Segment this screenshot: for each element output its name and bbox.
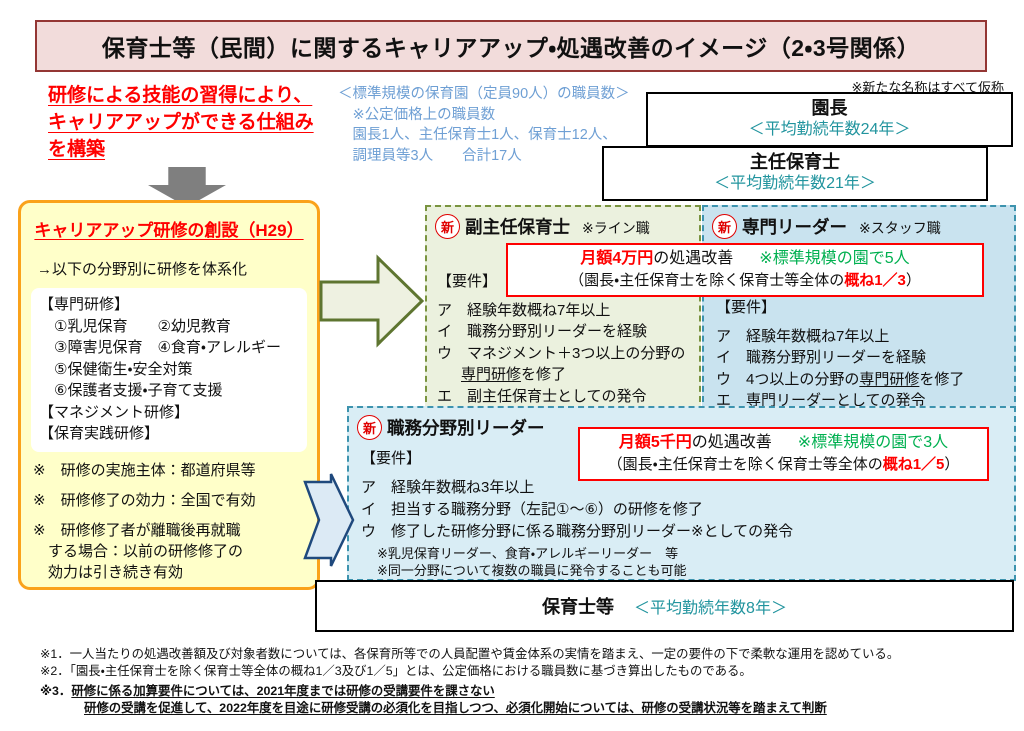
footnote-3-line-1: ※3．研修に係る加算要件については、2021年度までは研修の受講要件を課さない: [40, 684, 495, 698]
vice-chief-title: 副主任保育士: [465, 217, 570, 237]
page-title: 保育士等（民間）に関するキャリアアップ・処遇改善のイメージ（2・3号関係）: [35, 20, 987, 72]
requirements-label: 【要件】: [437, 273, 498, 290]
lead-text: 研修による技能の習得により、 キャリアアップができる仕組み を構築: [48, 85, 314, 160]
vice-chief-header: 新 副主任保育士 ※ライン職: [427, 207, 699, 239]
specialist-leader-requirements: 【要件】 ア 経験年数概ね7年以上 イ 職務分野別リーダーを経験 ウ 4つ以上の…: [716, 297, 1008, 412]
requirement-item: ウ 修了した研修分野に係る職務分野別リーダー※としての発令: [361, 523, 794, 540]
requirement-item: エ 専門リーダーとしての発令: [716, 392, 926, 409]
specialist-leader-type-note: ※スタッフ職: [859, 219, 941, 236]
requirement-item: ウ 4つ以上の分野の専門研修を修了: [716, 370, 965, 388]
right-arrow-blue-icon: [303, 473, 355, 567]
field-leader-note-2: ※同一分野について複数の職員に発令することも可能: [377, 562, 687, 578]
right-arrow-green-icon: [319, 254, 425, 348]
requirement-item: ウ マネジメント＋3つ以上の分野の専門研修を修了: [437, 344, 686, 384]
career-note-2: ※ 研修修了の効力：全国で有効: [33, 491, 256, 509]
raise-5000-detail: （園長・主任保育士を除く保育士等全体の概ね1／5）: [607, 456, 960, 473]
provisional-name-note: ※新たな名称はすべて仮称: [851, 80, 1004, 95]
specialist-leader-box: 新 専門リーダー ※スタッフ職 【要件】 ア 経験年数概ね7年以上 イ 職務分野…: [702, 205, 1016, 412]
principal-title: 園長: [811, 98, 848, 118]
field-leader-header: 新 職務分野別リーダー: [349, 408, 1014, 440]
principal-box: 園長 ＜平均勤続年数24年＞: [646, 92, 1013, 147]
raise-40000-box: 月額4万円の処遇改善※標準規模の園で5人 （園長・主任保育士を除く保育士等全体の…: [506, 243, 984, 297]
requirement-item: エ 副主任保育士としての発令: [437, 387, 647, 405]
vice-chief-type-note: ※ライン職: [582, 219, 650, 236]
head-teacher-title: 主任保育士: [750, 152, 840, 172]
raise-40000-detail: （園長・主任保育士を除く保育士等全体の概ね1／3）: [569, 272, 921, 289]
footnote-1: ※1．一人当たりの処遇改善額及び対象者数については、各保育所等での人員配置や賃金…: [40, 647, 900, 661]
requirement-item: イ 職務分野別リーダーを経験: [716, 349, 927, 366]
staff-box: 保育士等 ＜平均勤続年数8年＞: [315, 580, 1014, 632]
footnote-3-line-2: 研修の受講を促進して、2022年度を目途に研修受講の必須化を目指しつつ、必須化開…: [84, 700, 827, 715]
vice-chief-requirements: 【要件】 ア 経験年数概ね7年以上 イ 職務分野別リーダーを経験 ウ マネジメン…: [437, 271, 687, 407]
requirement-item: ア 経験年数概ね3年以上: [361, 479, 535, 496]
requirement-item: ア 経験年数概ね7年以上: [716, 327, 890, 345]
field-leader-notes: ※乳児保育リーダー、食育・アレルギーリーダー 等 ※同一分野について複数の職員に…: [377, 546, 1006, 579]
career-systemize-line: →以下の分野別に研修を体系化: [37, 261, 248, 278]
field-leader-title: 職務分野別リーダー: [387, 418, 545, 438]
training-categories-box: 【専門研修】 ①乳児保育 ②幼児教育 ③障害児保育 ④食育・アレルギー ⑤保健衛…: [31, 288, 307, 452]
requirements-label: 【要件】: [716, 299, 777, 316]
requirement-item: イ 担当する職務分野（左記①～⑥）の研修を修了: [361, 501, 703, 518]
new-badge-icon: 新: [435, 214, 460, 239]
specialist-leader-title: 専門リーダー: [742, 217, 847, 237]
staff-title: 保育士等: [542, 597, 615, 617]
raise-40000-headline: 月額4万円の処遇改善※標準規模の園で5人: [580, 250, 910, 267]
requirements-label: 【要件】: [361, 450, 422, 467]
staffing-note: ＜標準規模の保育園（定員90人）の職員数＞ ※公定価格上の職員数 園長1人、主任…: [338, 86, 630, 164]
raise-5000-headline: 月額5千円の処遇改善※標準規模の園で3人: [618, 434, 949, 451]
raise-5000-box: 月額5千円の処遇改善※標準規模の園で3人 （園長・主任保育士を除く保育士等全体の…: [578, 427, 989, 481]
career-training-title: キャリアアップ研修の創設（H29）: [34, 221, 304, 240]
footnote-2: ※2．「園長・主任保育士を除く保育士等全体の概ね1／3及び1／5」とは、公定価格…: [40, 663, 752, 678]
requirement-item: イ 職務分野別リーダーを経験: [437, 323, 648, 340]
specialist-leader-header: 新 専門リーダー ※スタッフ職: [704, 207, 1014, 239]
new-badge-icon: 新: [712, 214, 737, 239]
head-teacher-box: 主任保育士 ＜平均勤続年数21年＞: [602, 146, 988, 201]
principal-tenure: ＜平均勤続年数24年＞: [748, 120, 911, 138]
staff-tenure: ＜平均勤続年数8年＞: [634, 600, 787, 617]
field-leader-note-1: ※乳児保育リーダー、食育・アレルギーリーダー 等: [377, 546, 679, 561]
requirement-item: ア 経験年数概ね7年以上: [437, 301, 611, 319]
career-note-3: ※ 研修修了者が離職後再就職 する場合：以前の研修修了の 効力は引き続き有効: [33, 521, 244, 581]
head-teacher-tenure: ＜平均勤続年数21年＞: [714, 174, 876, 192]
career-notes: ※ 研修の実施主体：都道府県等 ※ 研修修了の効力：全国で有効 ※ 研修修了者が…: [33, 460, 307, 583]
vice-chief-box: 新 副主任保育士 ※ライン職 【要件】 ア 経験年数概ね7年以上 イ 職務分野別…: [425, 205, 701, 412]
footnotes: ※1．一人当たりの処遇改善額及び対象者数については、各保育所等での人員配置や賃金…: [40, 646, 1018, 716]
career-training-box: キャリアアップ研修の創設（H29） →以下の分野別に研修を体系化 【専門研修】 …: [18, 200, 320, 590]
field-leader-requirements: 【要件】 ア 経験年数概ね3年以上 イ 担当する職務分野（左記①～⑥）の研修を修…: [361, 448, 1006, 579]
career-note-1: ※ 研修の実施主体：都道府県等: [33, 461, 256, 479]
new-badge-icon: 新: [357, 415, 382, 440]
